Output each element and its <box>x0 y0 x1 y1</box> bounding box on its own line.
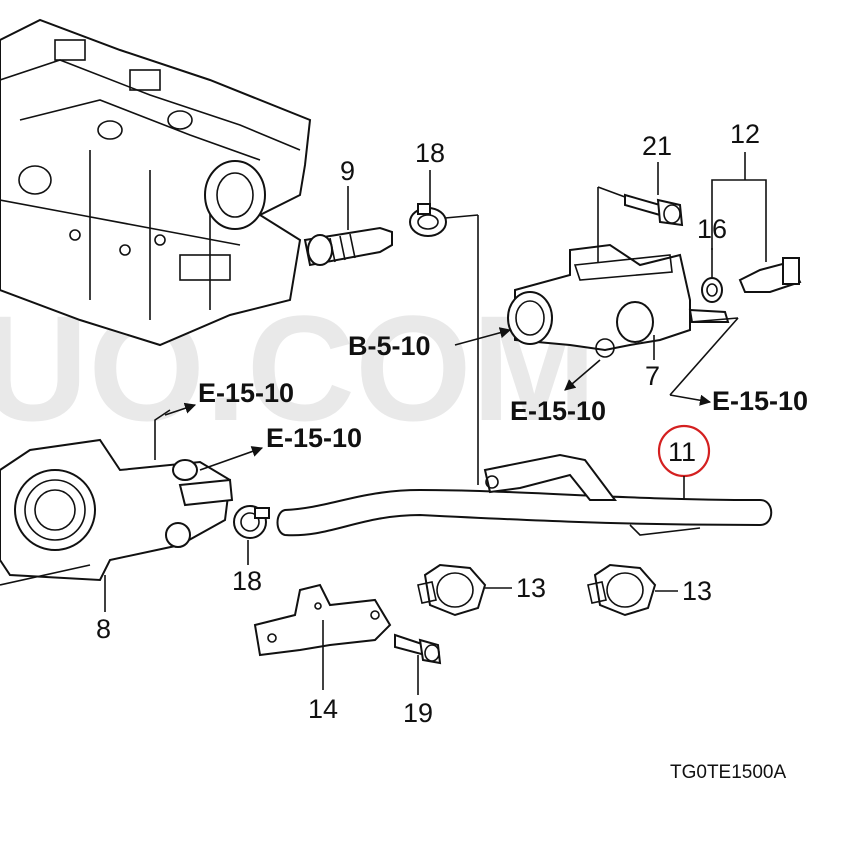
part-9-pipe <box>303 226 393 267</box>
part-16-o-ring <box>701 277 723 303</box>
part-8-water-inlet <box>0 438 234 582</box>
part-7-thermostat-housing <box>507 243 730 358</box>
part-number-19: 19 <box>403 698 433 728</box>
cylinder-head-illustration <box>0 18 312 347</box>
part-number-18-top: 18 <box>415 138 445 168</box>
reference-e-15-10-center: E-15-10 <box>510 396 606 426</box>
diagram-code: TG0TE1500A <box>670 762 786 783</box>
reference-b-5-10: B-5-10 <box>348 331 431 361</box>
part-13-clamp-right <box>587 563 657 617</box>
part-number-7: 7 <box>645 361 660 391</box>
part-number-13-left: 13 <box>516 573 546 603</box>
reference-e-15-10-left-bottom: E-15-10 <box>266 423 362 453</box>
part-number-12: 12 <box>730 119 760 149</box>
part-13-clamp-left <box>417 563 487 617</box>
part-19-bolt <box>394 633 442 665</box>
part-18-clamp-top <box>409 203 447 237</box>
reference-e-15-10-left-top: E-15-10 <box>198 378 294 408</box>
reference-e-15-10-right: E-15-10 <box>712 386 808 416</box>
part-number-13-right: 13 <box>682 576 712 606</box>
part-number-14: 14 <box>308 694 338 724</box>
part-number-11: 11 <box>668 437 696 467</box>
part-number-9: 9 <box>340 156 355 186</box>
part-12-sensor <box>738 257 802 293</box>
part-21-bolt <box>624 193 684 227</box>
part-11-water-pipe <box>276 453 773 537</box>
part-18-clamp-bottom <box>233 505 270 539</box>
part-number-21: 21 <box>642 131 672 161</box>
part-number-8: 8 <box>96 614 111 644</box>
part-number-18-bottom: 18 <box>232 566 262 596</box>
